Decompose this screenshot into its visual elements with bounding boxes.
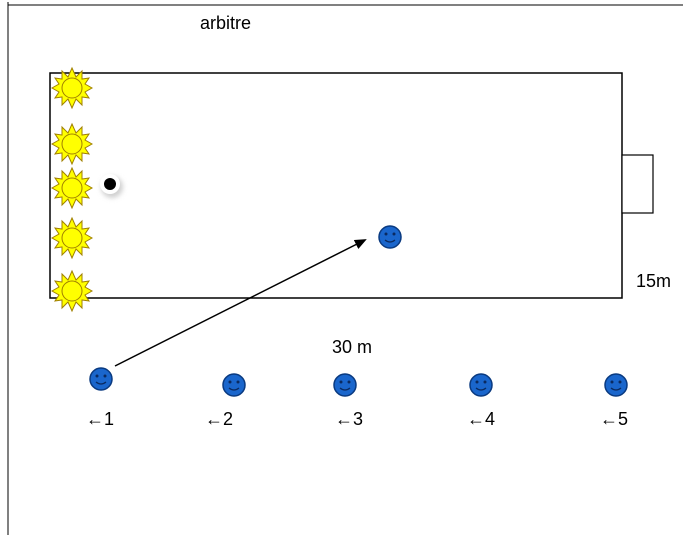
sun-icon: [51, 67, 93, 109]
field-width-label: 15m: [636, 271, 672, 291]
goal-rect: [621, 154, 654, 214]
smiley-icon: [604, 373, 628, 397]
smiley-icon: [222, 373, 246, 397]
sun-icon: [51, 123, 93, 165]
player-order-label: ←4: [467, 409, 496, 429]
smiley-icon: [333, 373, 357, 397]
smiley-icon: [469, 373, 493, 397]
sun-icon: [51, 270, 93, 312]
player-order-label: ←3: [335, 409, 364, 429]
sun-icon: [51, 167, 93, 209]
field-length-label: 30 m: [332, 337, 373, 357]
ball-icon: [104, 178, 116, 190]
player-order-label: ←1: [86, 409, 115, 429]
smiley-icon: [378, 225, 402, 249]
smiley-icon: [89, 367, 113, 391]
player-order-label: ←2: [205, 409, 234, 429]
player-order-label: ←5: [600, 409, 629, 429]
sun-icon: [51, 217, 93, 259]
referee-label: arbitre: [200, 13, 252, 33]
pass-arrow: [114, 239, 367, 367]
field-rectangle: [49, 72, 623, 299]
